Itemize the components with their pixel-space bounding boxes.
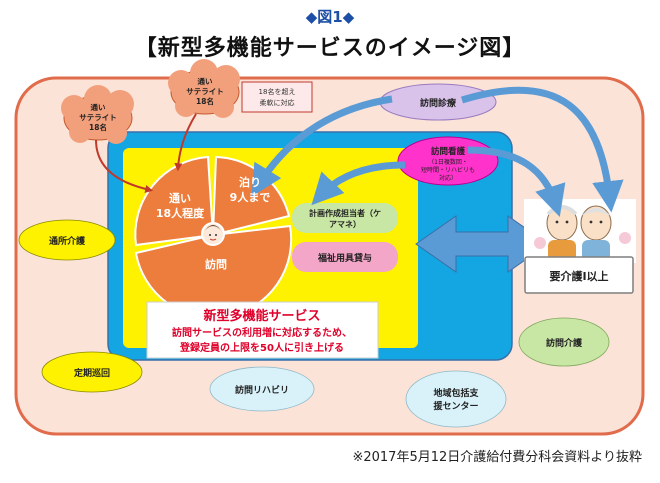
arrow-exam-to-center [251, 95, 393, 197]
home-care-ellipse [518, 317, 610, 367]
service-box-line2: 登録定員の上限を50人に引き上げる [179, 341, 344, 354]
arrow-nursing-to-center [311, 161, 406, 206]
care-manager-line2: アマネ） [329, 219, 361, 229]
cloud-right-line2: サテライト [186, 87, 224, 96]
staff-avatar [201, 222, 225, 246]
cloud-satellite-right [168, 59, 240, 118]
page-title: 【新型多機能サービスのイメージ図】 [134, 36, 526, 61]
arrow-left-cloud [95, 139, 154, 193]
service-box-line1: 訪問サービスの利用増に対応するため、 [172, 326, 352, 339]
flex-note-line2: 柔軟に対応 [260, 98, 295, 107]
pie-kayoi-line1: 通い [169, 192, 191, 205]
welfare-rental-box [292, 242, 398, 272]
visit-rehab-label: 訪問リハビリ [235, 384, 289, 396]
cloud-left-line3: 18名 [89, 122, 107, 132]
home-care-label: 訪問介護 [546, 337, 583, 349]
day-care-label: 通所介護 [49, 235, 86, 247]
arrow-exam-to-user [460, 86, 624, 213]
figure-label: ◆図1◆ [305, 8, 355, 26]
arrow-right-cloud [174, 113, 197, 172]
cloud-satellite-left [61, 85, 134, 144]
regular-rounds-label: 定期巡回 [73, 367, 110, 379]
care-manager-box [292, 203, 398, 233]
cloud-right-line3: 18名 [196, 96, 214, 106]
visit-rehab-ellipse [209, 366, 315, 412]
service-pie [134, 155, 293, 319]
service-box-title: 新型多機能サービス [203, 308, 320, 324]
regular-rounds-ellipse [41, 351, 143, 393]
elderly-couple-icon [524, 199, 636, 263]
pie-tomari-line2: 9人まで [230, 190, 271, 204]
care-manager-line1: 計画作成担当者（ケ [309, 208, 381, 218]
flex-note-line1: 18名を超え [259, 87, 296, 96]
visit-nursing-line1: （1日複数回・ [428, 158, 468, 166]
community-center-ellipse [405, 370, 507, 428]
visit-nursing-line3: 対応） [439, 174, 457, 182]
pie-kayoi-line2: 18人程度 [156, 206, 205, 220]
service-description-box [146, 301, 379, 359]
arrow-nursing-to-user [467, 146, 566, 218]
care-level-box [524, 256, 634, 294]
cloud-right-line1: 通い [198, 76, 213, 86]
cloud-left-line1: 通い [91, 102, 106, 112]
cloud-left-line2: サテライト [79, 113, 117, 122]
pie-tomari-line1: 泊り [239, 175, 261, 189]
visit-nursing-line2: 短時間・リハビリも [421, 166, 475, 174]
community-center-line2: 援センター [433, 400, 478, 412]
care-level-label: 要介護Ⅰ以上 [549, 269, 608, 283]
community-center-line1: 地域包括支 [433, 387, 479, 399]
visit-exam-label: 訪問診療 [420, 97, 456, 109]
source-note: ※2017年5月12日介護給付費分科会資料より抜粋 [352, 450, 642, 465]
pie-houmon-label: 訪問 [205, 257, 227, 271]
day-care-ellipse [18, 219, 116, 261]
visit-nursing-title: 訪問看護 [431, 146, 466, 157]
flex-note-box [241, 81, 313, 113]
welfare-rental-label: 福祉用具貸与 [317, 252, 372, 264]
